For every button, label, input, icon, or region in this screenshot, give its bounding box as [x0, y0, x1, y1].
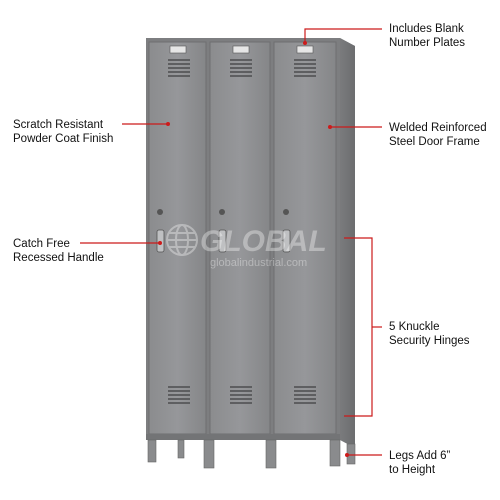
number-plate [296, 45, 314, 54]
recessed-handle [156, 229, 165, 253]
vent-louvers-bottom [168, 386, 190, 404]
locker-door-2 [209, 41, 271, 435]
number-plate [232, 45, 250, 54]
vent-louvers-bottom [230, 386, 252, 404]
callout-plates [304, 28, 382, 43]
vent-louvers-top [168, 59, 190, 77]
label-scratch-resistant: Scratch Resistant Powder Coat Finish [13, 119, 114, 145]
locker-door-1 [148, 41, 207, 435]
vent-louvers-top [230, 59, 252, 77]
watermark-brand: GLOBAL [200, 225, 327, 258]
label-security-hinges: 5 Knuckle Security Hinges [389, 321, 470, 347]
label-legs-height: Legs Add 6” to Height [389, 450, 451, 476]
watermark: GLOBAL globalindustrial.com [166, 224, 327, 269]
label-catch-free: Catch Free Recessed Handle [13, 238, 104, 264]
label-number-plates: Includes Blank Number Plates [389, 23, 466, 49]
watermark-site: globalindustrial.com [210, 257, 307, 269]
locker-side-panel [340, 38, 355, 448]
globe-icon [166, 224, 198, 256]
locker-legs [147, 439, 356, 469]
vent-louvers-top [294, 59, 316, 77]
recessed-handle [282, 229, 291, 253]
vent-louvers-bottom [294, 386, 316, 404]
recessed-handle [218, 229, 227, 253]
lock-hole [219, 209, 225, 215]
number-plate [169, 45, 187, 54]
label-welded-frame: Welded Reinforced Steel Door Frame [389, 122, 487, 148]
locker-base [146, 434, 340, 440]
callout-lines [80, 28, 382, 456]
lock-hole [283, 209, 289, 215]
lock-hole [157, 209, 163, 215]
locker-door-3 [273, 41, 337, 435]
